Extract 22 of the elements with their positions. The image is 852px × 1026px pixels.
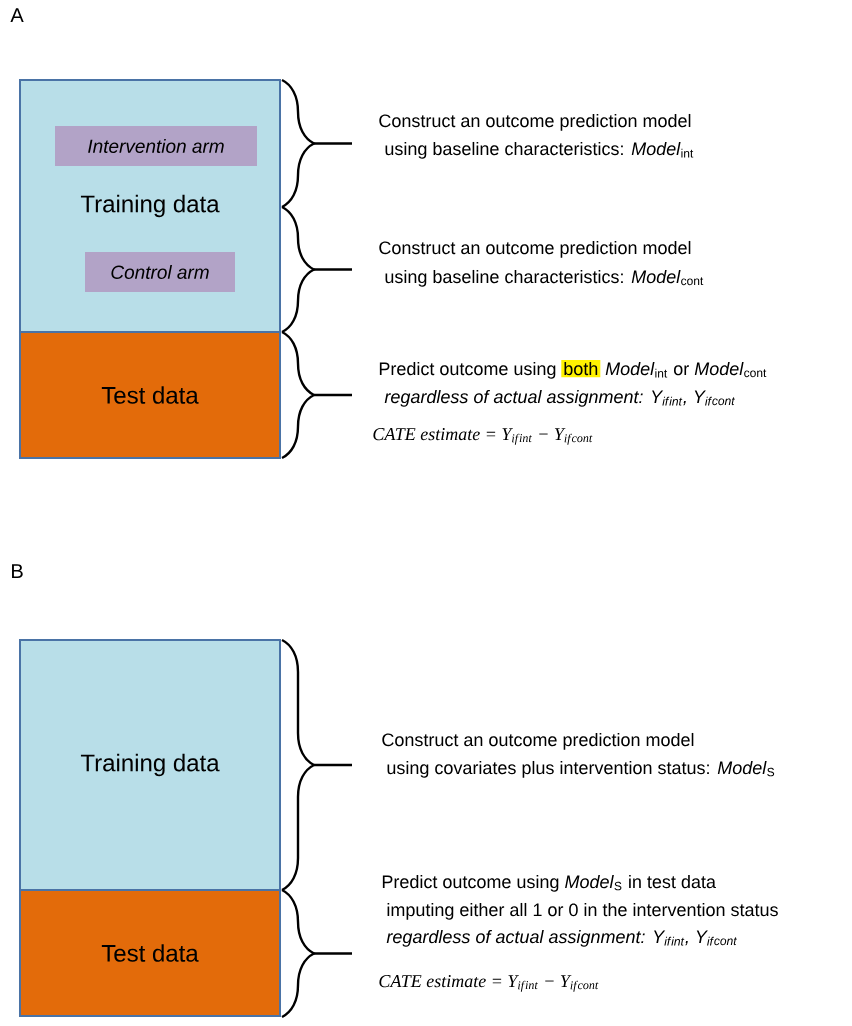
description-text: using baseline characteristics: Model$_{int}$	[385, 141, 694, 159]
arm-box: Control arm	[85, 252, 235, 292]
description-text: using baseline characteristics: Model$_{cont}$	[385, 269, 704, 287]
description-text: imputing either all 1 or 0 in the intervention status	[387, 902, 778, 920]
formula-text: CATE estimate = Y$_{ifint}$ − Y$_{ifcont}$	[379, 975, 599, 992]
process-box: Training data	[19, 639, 281, 891]
description-text: Construct an outcome prediction model	[379, 113, 691, 131]
description-text: regardless of actual assignment: Y$_{ifint}$, Y$_{ifcont}$	[384, 389, 735, 407]
panel-letter: B	[12, 564, 23, 578]
description-text: using covariates plus intervention status: Model$_{S}$	[387, 760, 775, 778]
description-text: Predict outcome using	[379, 361, 556, 379]
panel-letter: A	[10, 8, 24, 22]
formula-text: CATE estimate = Y$_{ifint}$ − Y$_{ifcont}$	[373, 428, 593, 445]
description-text: Construct an outcome prediction model	[379, 240, 691, 258]
highlighted-word: both	[561, 359, 601, 378]
process-box: Test data	[19, 331, 281, 459]
process-box: Test data	[19, 889, 281, 1017]
description-text: Model$_{int}$ or Model$_{cont}$	[605, 361, 767, 378]
description-text: regardless of actual assignment: Y$_{ifint}$, Y$_{ifcont}$	[386, 929, 737, 947]
description-text: Predict outcome using Model$_{S}$ in test data	[382, 874, 716, 892]
arm-box: Intervention arm	[55, 126, 257, 166]
description-text: Construct an outcome prediction model	[382, 732, 694, 750]
